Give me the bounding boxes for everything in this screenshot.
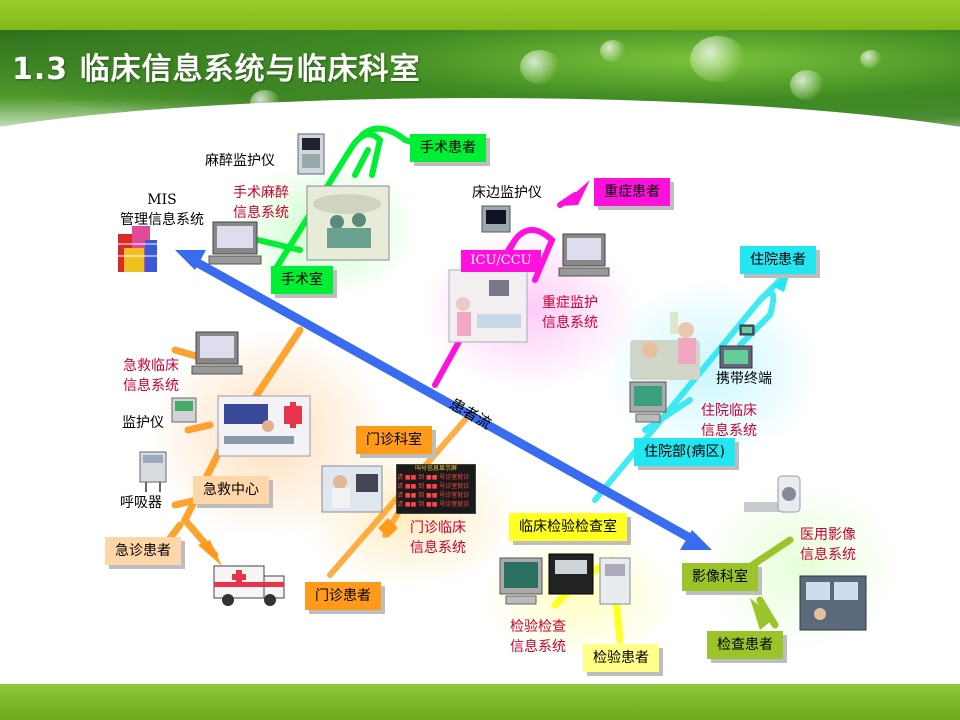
water-drop	[790, 70, 824, 100]
patient-flow-arrow	[175, 250, 712, 550]
imaging-arrowhead	[750, 598, 775, 630]
water-drop	[520, 50, 560, 84]
anesthesia-system-line1: 手术麻醉	[233, 185, 289, 201]
building-icon	[118, 226, 157, 272]
queue-board-title: 叫号信息显示屏	[414, 465, 457, 472]
water-drop	[600, 40, 626, 62]
emergency-system-line2: 信息系统	[123, 378, 179, 394]
imaging-system-label: 医用影像 信息系统	[791, 525, 865, 565]
ambulance-icon	[213, 565, 285, 606]
slide-title: 1.3 临床信息系统与临床科室	[12, 52, 421, 87]
icu-arrowhead	[560, 180, 590, 206]
queue-board-row: 请 ■■ 到 ■■ 号诊室就诊	[397, 483, 470, 490]
inpatient-box: 住院患者	[740, 246, 816, 274]
surgery-photo	[306, 185, 390, 261]
imaging-system-line1: 医用影像	[800, 527, 856, 543]
lab-analyzer-icon	[599, 557, 631, 605]
outpatient-dept-box: 门诊科室	[356, 426, 432, 454]
portable-terminal-icon	[719, 345, 753, 369]
queue-display-board: 叫号信息显示屏 请 ■■ 到 ■■ 号诊室就诊 请 ■■ 到 ■■ 号诊室就诊 …	[396, 464, 476, 514]
computer-terminal-icon	[558, 233, 610, 277]
lab-system-line2: 信息系统	[510, 639, 566, 655]
emergency-photo	[217, 395, 311, 457]
inpatient-flow-line	[592, 277, 783, 503]
anesthesia-system-line2: 信息系统	[233, 205, 289, 221]
queue-board-row: 请 ■■ 到 ■■ 号诊室就诊	[397, 474, 470, 481]
bottom-bar	[0, 684, 960, 720]
outpatient-doctor-photo	[321, 465, 383, 513]
outpatient-node	[378, 518, 398, 538]
emergency-system-line1: 急救临床	[123, 358, 179, 374]
lab-system-line1: 检验检查	[510, 619, 566, 635]
operating-room-box: 手术室	[271, 266, 333, 294]
portable-terminal-label: 携带终端	[716, 371, 772, 387]
queue-board-row: 请 ■■ 到 ■■ 号诊室就诊	[397, 501, 470, 508]
water-drop	[860, 50, 882, 68]
inpatient-arrowhead	[772, 272, 790, 292]
mis-label-line1: MIS	[147, 192, 177, 208]
icu-system-line1: 重症监护	[542, 295, 598, 311]
monitor-device-icon	[171, 397, 197, 423]
emergency-patient-box: 急诊患者	[105, 537, 181, 565]
ct-scanner-icon	[744, 475, 801, 513]
imaging-dept-box: 影像科室	[682, 563, 758, 591]
computer-terminal-icon	[629, 381, 667, 423]
monitor-label: 监护仪	[122, 415, 164, 431]
inpatient-photo	[630, 312, 700, 380]
top-bar	[0, 0, 960, 30]
mis-label: MIS 管理信息系统	[112, 190, 212, 230]
lab-analyzer-icon	[548, 553, 594, 595]
outpatient-patient-box: 门诊患者	[305, 582, 381, 610]
ventilator-label: 呼吸器	[120, 495, 162, 511]
ventilator-icon	[139, 451, 167, 492]
computer-terminal-icon	[191, 331, 243, 375]
exam-patient-box: 检查患者	[707, 631, 783, 659]
critical-patient-box: 重症患者	[594, 178, 670, 206]
queue-board-row: 请 ■■ 到 ■■ 号诊室就诊	[397, 492, 470, 499]
outpatient-system-line1: 门诊临床	[410, 520, 466, 536]
inpatient-ward-box: 住院部(病区)	[634, 438, 735, 466]
inpatient-system-label: 住院临床 信息系统	[693, 401, 765, 441]
emergency-center-box: 急救中心	[193, 476, 269, 504]
bedside-monitor-label: 床边监护仪	[472, 185, 542, 201]
outpatient-system-line2: 信息系统	[410, 540, 466, 556]
imaging-system-line2: 信息系统	[800, 547, 856, 563]
computer-terminal-icon	[208, 221, 262, 265]
inpatient-system-line2: 信息系统	[701, 423, 757, 439]
mis-label-line2: 管理信息系统	[120, 212, 204, 228]
water-drop	[690, 36, 746, 82]
computer-terminal-icon	[499, 557, 543, 605]
portable-terminal-icon	[739, 324, 755, 336]
emergency-arrowhead	[198, 540, 222, 566]
icu-photo	[448, 269, 528, 343]
surgery-flow-line	[255, 125, 423, 273]
outpatient-system-label: 门诊临床 信息系统	[401, 518, 475, 558]
emergency-system-label: 急救临床 信息系统	[114, 356, 188, 396]
lab-patient-box: 检验患者	[583, 644, 659, 672]
anesthesia-monitor-icon	[297, 133, 325, 175]
anesthesia-monitor-label: 麻醉监护仪	[205, 153, 275, 169]
lab-system-label: 检验检查 信息系统	[500, 617, 576, 657]
icu-system-label: 重症监护 信息系统	[535, 293, 605, 333]
bedside-monitor-icon	[481, 205, 511, 233]
anesthesia-system-label: 手术麻醉 信息系统	[224, 183, 298, 223]
icu-system-line2: 信息系统	[542, 315, 598, 331]
lab-glow	[480, 530, 680, 660]
surgery-patient-box: 手术患者	[410, 134, 486, 162]
inpatient-system-line1: 住院临床	[701, 403, 757, 419]
icu-ccu-label: ICU/CCU	[461, 250, 541, 272]
lab-dept-box: 临床检验检查室	[509, 513, 627, 541]
imaging-workstation-photo	[799, 575, 867, 631]
